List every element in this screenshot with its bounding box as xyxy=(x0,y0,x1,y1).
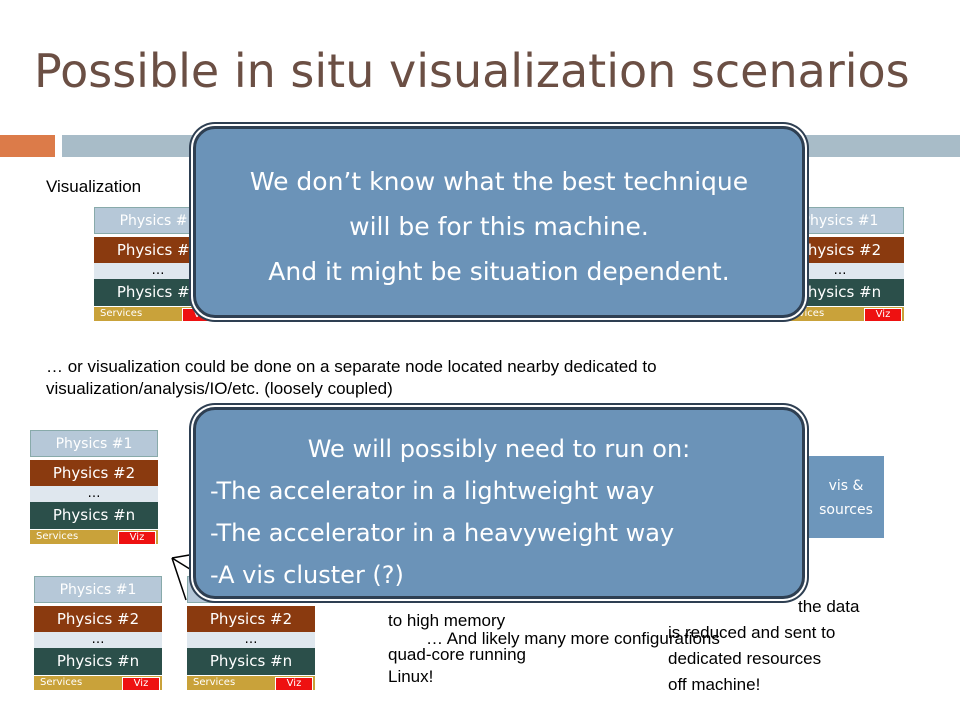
vis-resources-box: vis & sources xyxy=(808,456,884,538)
physics-2-block: Physics #2 xyxy=(34,606,162,633)
vis-box-line2: sources xyxy=(819,502,873,518)
callout-top-line3: And it might be situation dependent. xyxy=(268,257,730,286)
mid-text-line2: visualization/analysis/IO/etc. (loosely … xyxy=(46,379,393,398)
overlap-text-c: the data is reduced and sent to dedicate… xyxy=(668,594,859,698)
accent-bar-orange xyxy=(0,135,55,157)
dots-block: … xyxy=(30,486,158,504)
overlap-text-a1: to high memory xyxy=(388,611,506,630)
dots-block: … xyxy=(34,632,162,650)
callout-top: We don’t know what the best technique wi… xyxy=(193,126,805,318)
callout-bottom-line1: We will possibly need to run on: xyxy=(307,435,691,463)
physics-1-block: Physics #1 xyxy=(34,576,162,603)
overlap-text-c4: off machine! xyxy=(668,675,761,694)
callout-bottom-line3: -The accelerator in a heavyweight way xyxy=(210,519,675,547)
physics-2-block: Physics #2 xyxy=(30,460,158,487)
overlap-text-b: … And likely many more configurations xyxy=(426,629,720,648)
overlap-text-a2: quad-core running xyxy=(388,645,526,664)
slide-title: Possible in situ visualization scenarios xyxy=(34,44,910,98)
node-stack-bottom-1: Physics #1 Physics #2 … Physics #n Servi… xyxy=(30,430,158,545)
physics-n-block: Physics #n xyxy=(34,648,162,675)
overlap-text-a: to high memory quad-core running Linux! xyxy=(388,610,526,688)
dots-block: … xyxy=(187,632,315,650)
callout-bottom-line2: -The accelerator in a lightweight way xyxy=(210,477,655,505)
viz-block: Viz xyxy=(118,531,156,545)
dots-block: … xyxy=(94,263,222,281)
node-stack-bottom-2: Physics #1 Physics #2 … Physics #n Servi… xyxy=(34,576,162,691)
callout-bottom-line4: -A vis cluster (?) xyxy=(210,561,404,589)
vis-box-line1: vis & xyxy=(828,478,864,494)
physics-n-block: Physics #n xyxy=(187,648,315,675)
viz-block: Viz xyxy=(122,677,160,691)
dots-block: … xyxy=(776,263,904,281)
mid-text: … or visualization could be done on a se… xyxy=(46,356,916,400)
overlap-text-c1: the data xyxy=(798,597,860,616)
overlap-text-c2: is reduced and sent to xyxy=(668,623,836,642)
mid-text-line1: … or visualization could be done on a se… xyxy=(46,357,657,376)
physics-n-block: Physics #n xyxy=(30,502,158,529)
physics-1-block: Physics #1 xyxy=(30,430,158,457)
callout-top-line2: will be for this machine. xyxy=(349,212,649,241)
viz-block: Viz xyxy=(864,308,902,322)
callout-bottom: We will possibly need to run on: -The ac… xyxy=(193,407,805,599)
top-text: Visualization xyxy=(46,177,142,196)
overlap-text-c3: dedicated resources xyxy=(668,649,822,668)
callout-top-line1: We don’t know what the best technique xyxy=(249,167,749,196)
viz-block: Viz xyxy=(275,677,313,691)
overlap-text-a3: Linux! xyxy=(388,667,434,686)
physics-2-block: Physics #2 xyxy=(187,606,315,633)
